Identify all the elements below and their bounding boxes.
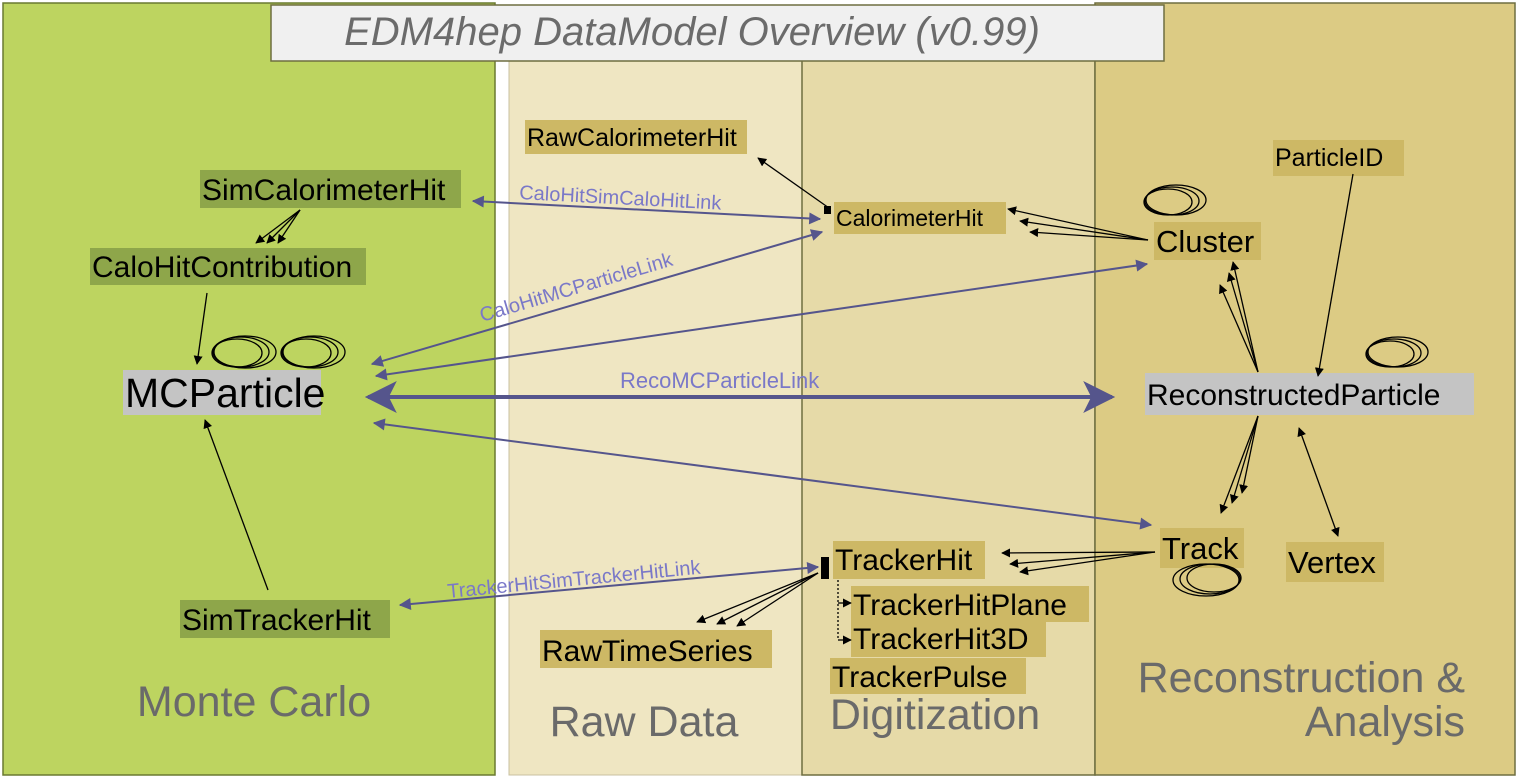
node-tracker-hit-plane: TrackerHitPlane	[853, 589, 1067, 622]
relation-arrow	[1297, 427, 1340, 537]
node-box-tracker-hit	[833, 541, 985, 579]
node-tracker-hit-3d: TrackerHit3D	[853, 623, 1029, 656]
link-arrow-tracker-hit-sim-tracker-hit	[398, 562, 820, 610]
relation-arrow	[1029, 228, 1149, 241]
node-cluster: Cluster	[1156, 224, 1254, 259]
relation-arrow	[1314, 173, 1354, 377]
self-loop	[280, 338, 332, 368]
node-calorimeter-hit: CalorimeterHit	[836, 205, 984, 231]
node-box-tracker-hit-3d	[851, 621, 1046, 657]
node-box-sim-calorimeter-hit	[200, 170, 461, 208]
self-loop	[1186, 563, 1242, 593]
relation-arrow	[277, 209, 301, 244]
self-loop	[211, 338, 263, 368]
relation-arrow	[203, 419, 269, 591]
node-tracker-hit: TrackerHit	[835, 544, 973, 577]
node-tracker-pulse: TrackerPulse	[832, 661, 1008, 694]
relation-arrow	[255, 209, 301, 244]
node-reconstructed-particle: ReconstructedParticle	[1147, 379, 1440, 412]
region-label-reconstruction-line2: Analysis	[1305, 698, 1465, 746]
node-raw-calorimeter-hit: RawCalorimeterHit	[527, 124, 737, 152]
relation-arrow	[1226, 272, 1259, 373]
relation-arrow	[1239, 415, 1259, 494]
node-box-tracker-pulse	[830, 658, 1026, 694]
region-label-raw-data: Raw Data	[550, 698, 739, 746]
node-particle-id: ParticleID	[1275, 144, 1383, 172]
relation-arrow	[696, 572, 819, 624]
relation-arrow	[1001, 548, 1156, 558]
link-arrow-track-mc-particle	[372, 418, 1153, 530]
connector-marker	[824, 206, 831, 214]
title-box	[270, 4, 1165, 62]
self-loop	[282, 335, 346, 369]
node-box-mc-particle	[123, 370, 321, 415]
node-box-cluster	[1154, 222, 1261, 260]
relation-arrow	[1219, 284, 1259, 373]
relation-arrow	[757, 157, 830, 209]
self-loop	[1365, 340, 1415, 368]
node-sim-calorimeter-hit: SimCalorimeterHit	[202, 174, 446, 207]
node-box-calorimeter-hit	[834, 202, 1006, 234]
node-box-raw-time-series	[540, 630, 772, 668]
relation-arrow	[1009, 551, 1156, 568]
relation-arrow	[1230, 415, 1259, 504]
self-loop	[1143, 188, 1193, 216]
node-box-raw-calorimeter-hit	[525, 120, 747, 154]
relation-arrow	[1019, 551, 1156, 576]
node-calo-hit-contribution: CaloHitContribution	[92, 251, 352, 284]
node-mc-particle: MCParticle	[125, 370, 325, 416]
node-box-track	[1160, 528, 1244, 568]
self-loop	[213, 335, 277, 369]
relation-arrow	[1219, 415, 1259, 514]
relation-arrow	[736, 572, 819, 627]
node-box-reconstructed-particle	[1145, 373, 1474, 415]
region-label-digitization: Digitization	[830, 691, 1040, 739]
relation-arrows	[193, 157, 1354, 645]
node-track: Track	[1162, 531, 1239, 566]
connector-marker	[821, 557, 829, 579]
node-box-sim-tracker-hit	[180, 600, 390, 638]
node-raw-time-series: RawTimeSeries	[542, 635, 753, 668]
node-vertex: Vertex	[1288, 545, 1376, 580]
link-arrow-calo-hit-sim-calo-hit	[471, 195, 822, 225]
relation-arrow	[193, 292, 208, 365]
node-box-vertex	[1286, 542, 1384, 582]
self-relation-loops	[211, 184, 1429, 597]
relation-arrow	[716, 572, 819, 625]
relation-arrow	[1007, 206, 1149, 241]
relation-arrow	[266, 209, 301, 244]
diagram-title: EDM4hep DataModel Overview (v0.99)	[344, 10, 1040, 54]
relation-arrow	[1230, 261, 1259, 373]
link-label-reco-mc-particle: RecoMCParticleLink	[620, 368, 820, 393]
relation-arrow	[1019, 217, 1149, 241]
node-box-calo-hit-contribution	[90, 248, 366, 285]
node-box-tracker-hit-plane	[851, 586, 1089, 622]
node-box-particle-id	[1273, 140, 1404, 176]
link-arrow-cluster-mc-particle	[374, 259, 1149, 381]
region-label-reconstruction-line1: Reconstruction &	[1138, 654, 1466, 702]
region-label-monte-carlo: Monte Carlo	[137, 678, 371, 726]
node-sim-tracker-hit: SimTrackerHit	[182, 604, 372, 637]
